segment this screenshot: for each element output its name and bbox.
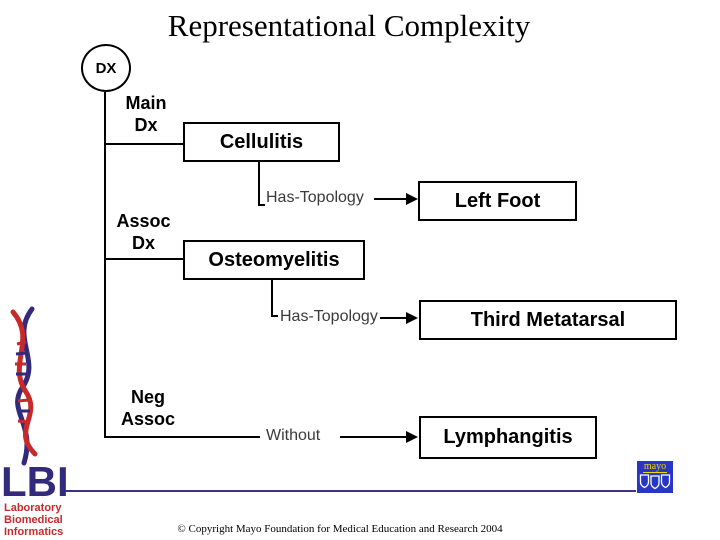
- branch-label-assoc-line1: Assoc: [116, 211, 171, 231]
- node-osteomyelitis: Osteomyelitis: [183, 240, 365, 280]
- arrow-head-left-foot-icon: [406, 193, 418, 205]
- lbi-word-biomedical: Biomedical: [4, 514, 63, 526]
- lbi-word-informatics: Informatics: [4, 526, 64, 538]
- arrow-line-left-foot: [374, 198, 406, 200]
- mayo-logo: mayo: [637, 461, 673, 493]
- branch-label-neg-line2: Assoc: [120, 409, 176, 429]
- arrow-head-third-metatarsal-icon: [406, 312, 418, 324]
- node-third-metatarsal: Third Metatarsal: [419, 300, 677, 340]
- node-third-metatarsal-label: Third Metatarsal: [470, 308, 626, 331]
- node-cellulitis-label: Cellulitis: [219, 130, 304, 153]
- branch-label-neg-assoc: Neg Assoc: [108, 386, 188, 430]
- lbi-logo-acronym: LBI: [1, 458, 69, 505]
- relation-has-topology-1: Has-Topology: [266, 189, 364, 206]
- branch-label-neg-line1: Neg: [130, 387, 165, 407]
- footer-divider: [64, 490, 636, 492]
- branch-label-main-line1: Main: [125, 93, 167, 113]
- node-lymphangitis-label: Lymphangitis: [443, 426, 573, 448]
- page-title: Representational Complexity: [167, 8, 531, 43]
- node-osteomyelitis-label: Osteomyelitis: [208, 248, 340, 271]
- connector-cellulitis-has-topology: [258, 161, 265, 206]
- relation-without: Without: [266, 427, 321, 444]
- arrow-head-lymphangitis-icon: [406, 431, 418, 443]
- tree-trunk-line: [104, 92, 106, 438]
- diagram-root-label: DX: [95, 59, 117, 77]
- mayo-wordmark: mayo: [642, 461, 668, 473]
- arrow-line-lymphangitis: [340, 436, 406, 438]
- branch-label-main-line2: Dx: [134, 115, 158, 135]
- node-lymphangitis: Lymphangitis: [419, 416, 597, 459]
- branch-label-main-dx: Main Dx: [110, 92, 182, 136]
- node-cellulitis: Cellulitis: [183, 122, 340, 162]
- arrow-line-third-metatarsal: [380, 317, 406, 319]
- dna-helix-icon: [10, 306, 38, 466]
- diagram-root-node: DX: [81, 44, 131, 92]
- branch-label-assoc-line2: Dx: [131, 233, 155, 253]
- branch-neg-assoc-line: [104, 436, 260, 438]
- connector-osteomyelitis-has-topology: [271, 279, 278, 317]
- copyright-text: © Copyright Mayo Foundation for Medical …: [177, 523, 503, 535]
- branch-main-dx-line: [104, 143, 184, 145]
- node-left-foot-label: Left Foot: [454, 189, 541, 212]
- branch-assoc-dx-line: [104, 258, 184, 260]
- node-left-foot: Left Foot: [418, 181, 577, 221]
- lbi-logo-words: Laboratory Biomedical Informatics: [4, 502, 63, 538]
- branch-label-assoc-dx: Assoc Dx: [106, 210, 181, 254]
- mayo-shields-icon: [639, 474, 671, 490]
- relation-has-topology-2: Has-Topology: [280, 308, 378, 325]
- lbi-word-laboratory: Laboratory: [4, 502, 62, 514]
